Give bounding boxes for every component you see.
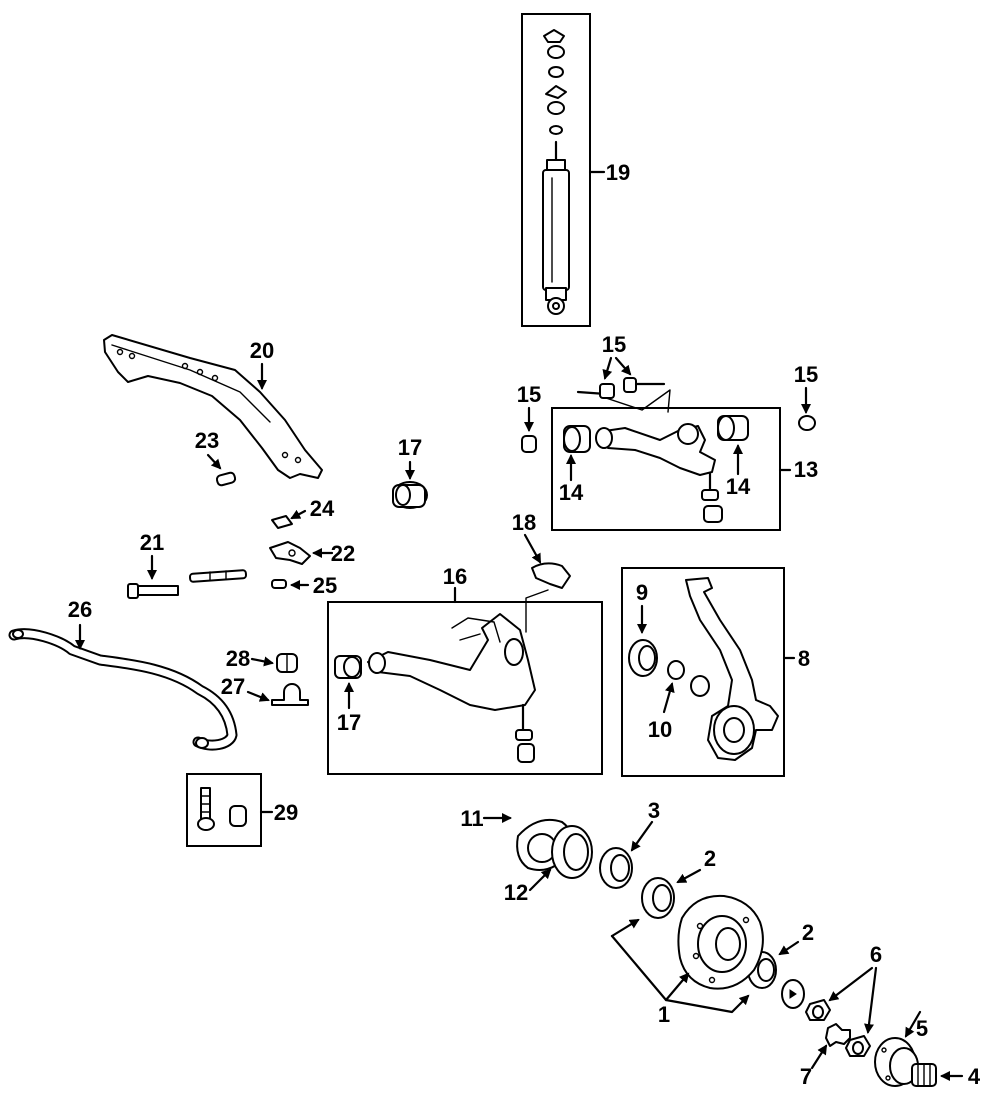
stabilizer-bar-group: 26: [8, 597, 238, 751]
steering-knuckle-box: [621, 567, 785, 777]
callout-16: 16: [443, 564, 467, 589]
callout-14-left: 14: [559, 480, 584, 505]
cam-washer-right: [798, 415, 816, 431]
nut-25: [271, 579, 287, 589]
callout-6: 6: [870, 942, 882, 967]
cam-bolts-group: 15 15 15: [517, 332, 818, 453]
small-parts-group: 24 22 25: [269, 496, 355, 598]
callout-28: 28: [226, 646, 250, 671]
callout-3: 3: [648, 798, 660, 823]
callout-12: 12: [504, 880, 528, 905]
steering-knuckle-group: 8 9 10: [621, 567, 810, 777]
callout-25: 25: [313, 573, 337, 598]
bushing-upper-group: 17: [392, 435, 428, 509]
cam-nut-left: [521, 435, 537, 453]
bracket-18-group: 18: [512, 510, 571, 589]
callout-19: 19: [606, 160, 630, 185]
bolt-group: 21: [127, 530, 248, 599]
hub-group: 1: [610, 894, 764, 1027]
callout-1: 1: [658, 1002, 670, 1027]
link-bolt: [200, 787, 211, 823]
callout-20: 20: [250, 338, 274, 363]
callout-10: 10: [648, 717, 672, 742]
bracket-22: [269, 541, 311, 565]
callout-29: 29: [274, 800, 298, 825]
stabilizer-mount-group: 28 27: [221, 646, 309, 706]
upper-control-arm-group: 13 14 14: [551, 389, 818, 531]
callout-26: 26: [68, 597, 92, 622]
callout-22: 22: [331, 541, 355, 566]
frame-bracket-group: 20: [103, 334, 323, 479]
lower-control-arm-group: 16 17: [327, 564, 603, 775]
callout-2-lower: 2: [802, 920, 814, 945]
lower-control-arm-box: [327, 601, 603, 775]
callout-21: 21: [140, 530, 164, 555]
bracket-18: [531, 562, 571, 589]
lock-washer-7: [825, 1023, 851, 1047]
callout-5: 5: [916, 1016, 928, 1041]
callout-11: 11: [460, 806, 483, 831]
stabilizer-link-group: 29: [186, 773, 298, 847]
callout-24: 24: [310, 496, 335, 521]
callout-8: 8: [798, 646, 810, 671]
callout-2-upper: 2: [704, 846, 716, 871]
callout-18: 18: [512, 510, 536, 535]
frame-bracket: [103, 334, 323, 479]
lower-control-arm: [367, 613, 536, 711]
pin: [215, 471, 237, 487]
callout-13: 13: [794, 457, 818, 482]
callout-15-right: 15: [794, 362, 818, 387]
pin-group: 23: [195, 428, 237, 487]
spacer-10: [667, 660, 685, 680]
hub-hardware-group: 6 7 5 4: [781, 942, 981, 1089]
callout-15-top: 15: [602, 332, 626, 357]
callout-9: 9: [636, 580, 648, 605]
callout-7: 7: [800, 1064, 812, 1089]
callout-17-upper: 17: [398, 435, 422, 460]
callout-15-left: 15: [517, 382, 541, 407]
shock-absorber-group: 19: [521, 13, 630, 327]
shock-mount-hardware: [543, 29, 567, 135]
shock-absorber-body: [542, 140, 570, 315]
link-bushing: [229, 805, 247, 827]
dust-shield-group: 11 12: [460, 806, 593, 905]
callout-14-right: 14: [726, 474, 751, 499]
bracket-27: [271, 683, 309, 706]
shock-absorber-box: [521, 13, 591, 327]
callout-4: 4: [968, 1064, 981, 1089]
clip-24: [271, 515, 293, 529]
callout-27: 27: [221, 674, 245, 699]
callout-23: 23: [195, 428, 219, 453]
steering-knuckle: [685, 577, 779, 761]
stabilizer-link-box: [186, 773, 262, 847]
callout-17-lower: 17: [337, 710, 361, 735]
